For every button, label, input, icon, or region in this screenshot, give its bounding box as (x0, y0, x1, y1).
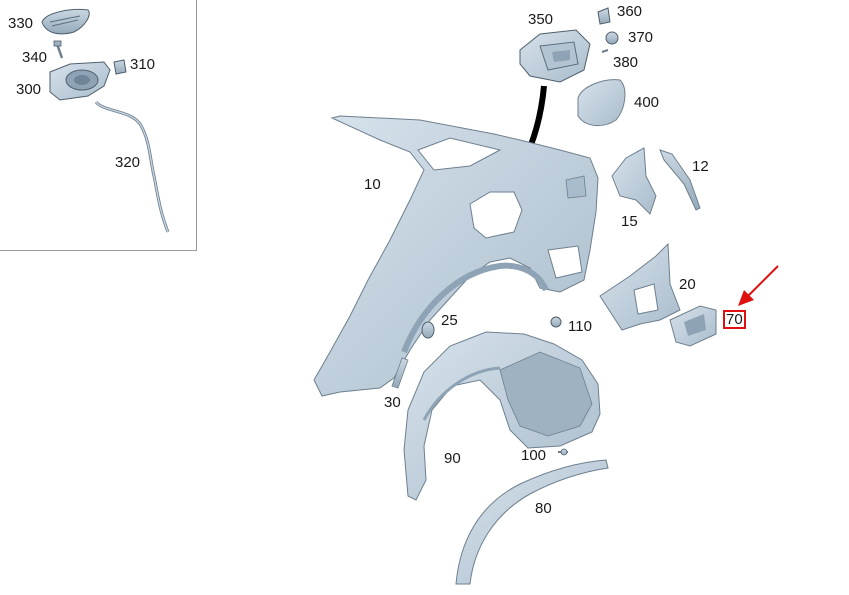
label-340: 340 (22, 49, 48, 66)
label-110: 110 (568, 318, 592, 335)
label-300: 300 (16, 81, 42, 98)
part-20-inner-panel (599, 242, 681, 331)
part-350-filler-housing (519, 29, 591, 83)
label-80: 80 (535, 500, 552, 517)
part-400-fuel-door (577, 79, 626, 126)
part-25-grommet (421, 321, 435, 339)
part-330-fuel-door-cover (41, 9, 90, 35)
label-20: 20 (679, 276, 696, 293)
label-15: 15 (621, 213, 638, 230)
part-10-quarter-panel (313, 115, 599, 397)
part-310-actuator (113, 59, 127, 75)
part-12-strip (659, 149, 701, 211)
label-90: 90 (444, 450, 461, 467)
label-400: 400 (634, 94, 660, 111)
part-300-fuel-door-housing (49, 61, 111, 101)
label-12: 12 (692, 158, 709, 175)
fuel-door-inset-frame (0, 0, 197, 251)
part-110-clip (550, 316, 562, 328)
label-350: 350 (528, 11, 554, 28)
part-30-strip (391, 357, 409, 389)
part-80-arch-molding (455, 459, 609, 585)
part-340-screw (53, 40, 64, 59)
part-70-housing (669, 305, 717, 347)
part-15-bracket (611, 147, 657, 215)
label-360: 360 (617, 3, 643, 20)
label-25: 25 (441, 312, 458, 329)
label-70-highlighted: 70 (723, 310, 746, 329)
label-380: 380 (613, 54, 639, 71)
label-310: 310 (130, 56, 156, 73)
highlight-arrow-70 (738, 265, 779, 306)
part-90-wheelhouse-liner (403, 331, 601, 501)
part-100-screw (558, 448, 568, 456)
label-30: 30 (384, 394, 401, 411)
label-320: 320 (115, 154, 141, 171)
label-100: 100 (521, 447, 547, 464)
label-370: 370 (628, 29, 654, 46)
label-10: 10 (364, 176, 381, 193)
part-320-drain-hose (94, 100, 170, 233)
label-330: 330 (8, 15, 34, 32)
part-380-screw (601, 49, 609, 53)
part-370-grommet (605, 31, 619, 45)
part-360-clip (597, 7, 611, 25)
